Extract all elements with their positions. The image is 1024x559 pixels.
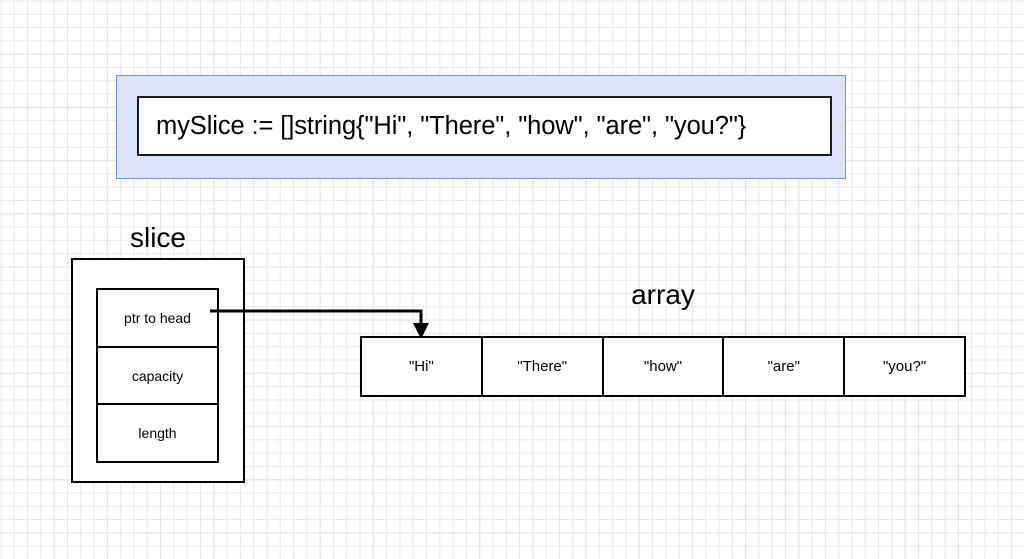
slice-field-length: length	[138, 425, 177, 442]
slice-field-ptr-to-head: ptr to head	[98, 290, 217, 348]
array-cell-0: "Hi"	[362, 338, 483, 395]
slice-field-capacity: capacity	[98, 348, 217, 406]
pointer-arrow	[210, 309, 429, 339]
array-cells-row: "Hi" "There" "how" "are" "you?"	[360, 336, 966, 397]
slice-struct-fields: ptr to head capacity length	[96, 288, 219, 463]
slice-label: slice	[129, 222, 186, 253]
array-cell-3: "are"	[724, 338, 846, 395]
array-label: array	[631, 279, 695, 310]
array-cell-2: "how"	[604, 338, 725, 395]
array-cell-1: "There"	[483, 338, 604, 395]
code-snippet-text: mySlice := []string{"Hi", "There", "how"…	[156, 111, 747, 140]
array-cell-4: "you?"	[882, 358, 927, 375]
code-snippet-box: mySlice := []string{"Hi", "There", "how"…	[137, 96, 832, 156]
